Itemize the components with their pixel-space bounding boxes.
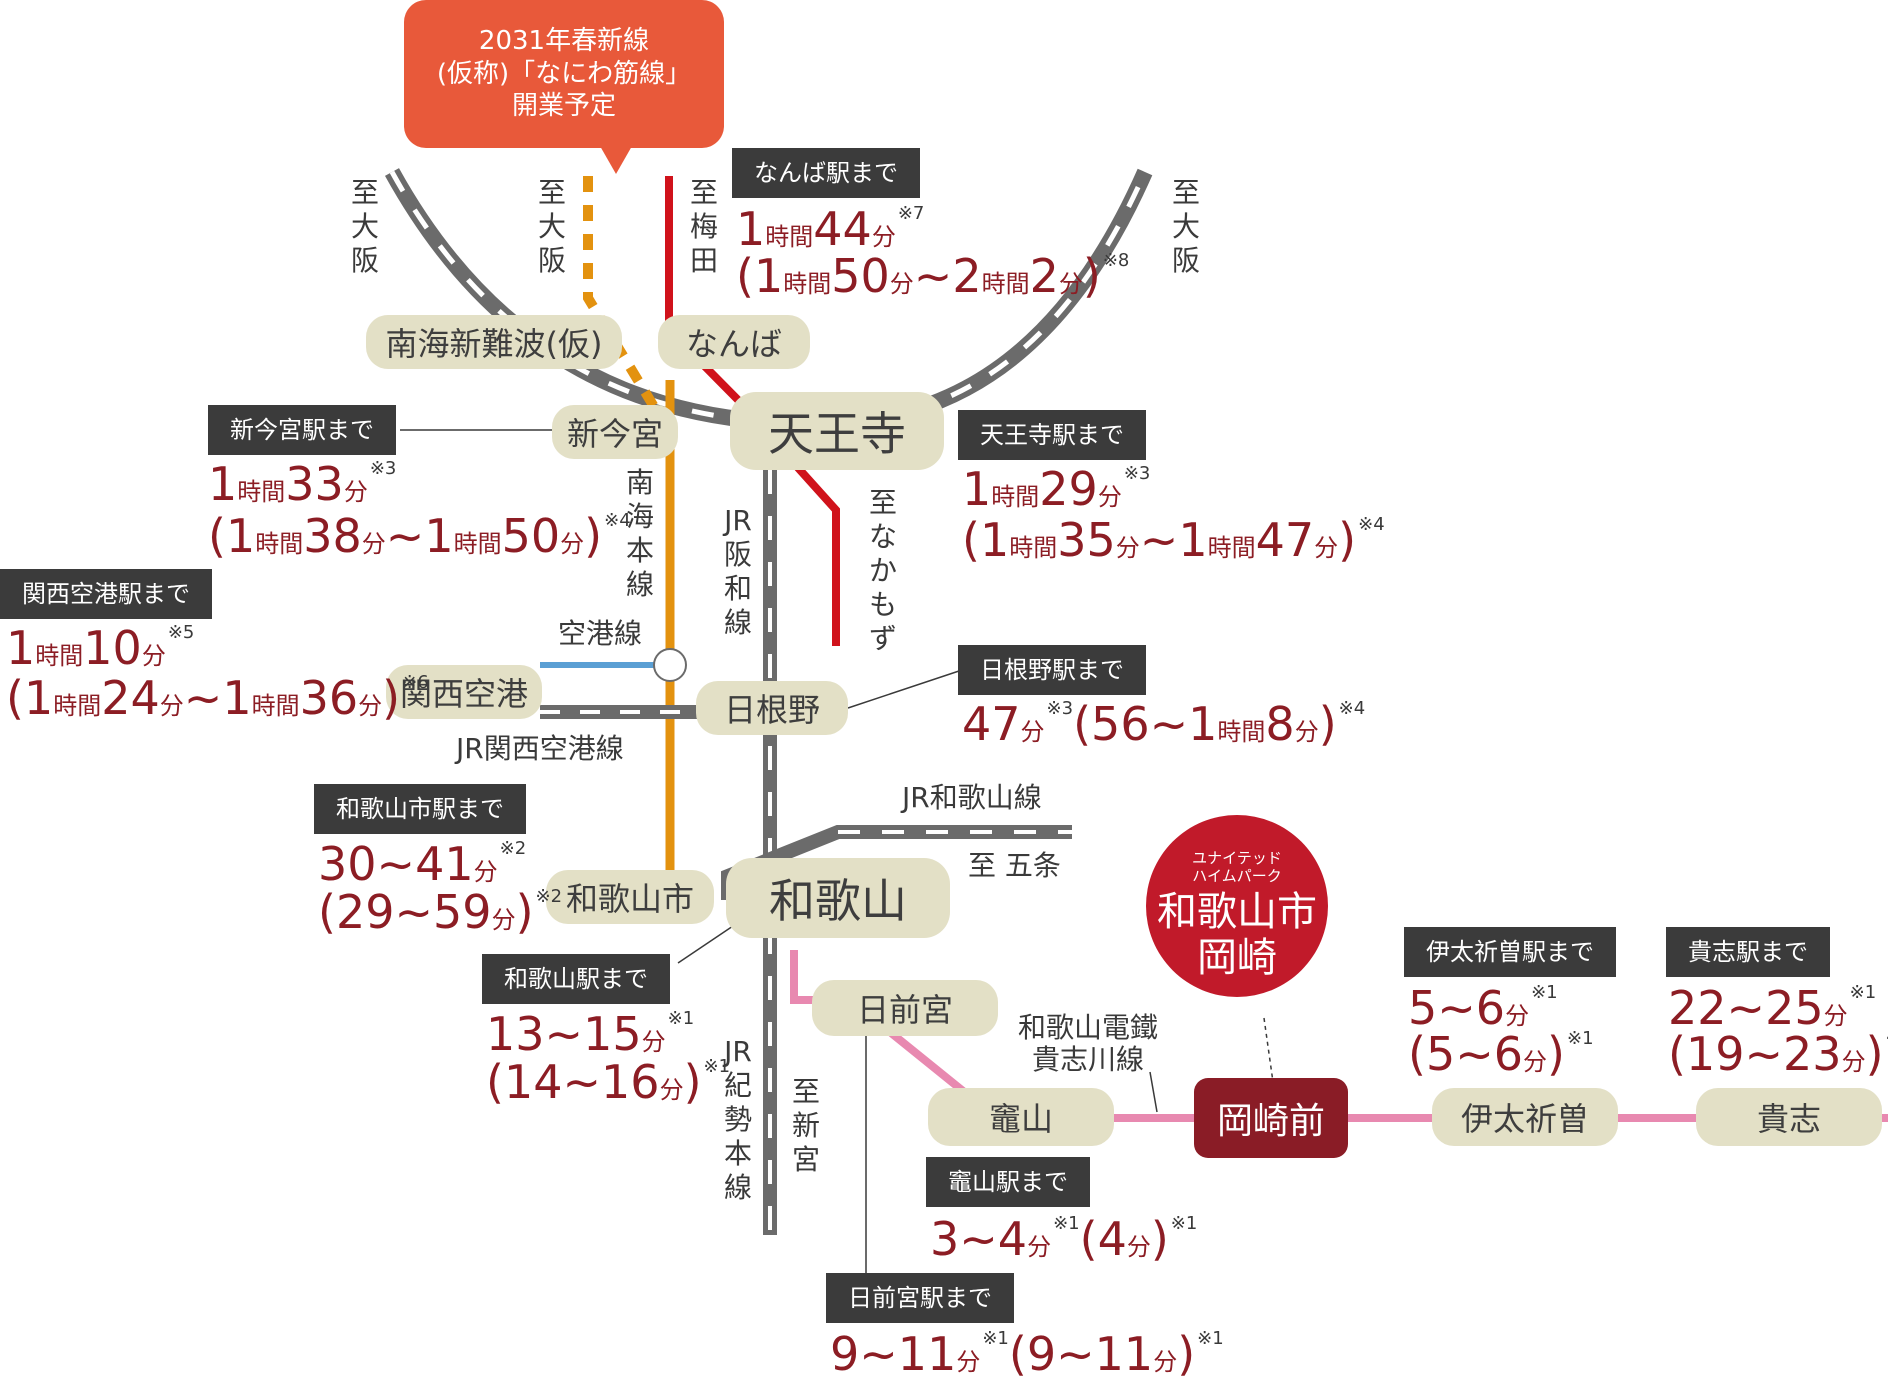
leader-lines [400, 429, 1274, 1278]
destination-brand-2: ハイムパーク [1192, 867, 1282, 885]
wakayama-dentetsu-label: 和歌山電鐵 貴志川線 [1018, 1011, 1159, 1077]
callout-line-1: 2031年春新線 [478, 26, 650, 57]
station-hineno: 日根野 [696, 681, 848, 735]
time-tennoji-b: (1時間35分~1時間47分)※4 [962, 513, 1385, 567]
station-okazakimae: 岡崎前 [1194, 1078, 1348, 1158]
jr-kisei-line-label: JR紀勢本線 [723, 1035, 752, 1204]
time-hinokuma: 9~11分※1(9~11分)※1 [830, 1327, 1224, 1381]
tag-itakiso: 伊太祈曽駅まで [1404, 927, 1616, 977]
destination-name-2: 岡崎 [1197, 935, 1277, 981]
direction-to-shingu: 至新宮 [791, 1075, 820, 1176]
time-wakayamashi-b: (29~59分)※2 [318, 885, 563, 939]
callout-line-2: (仮称)「なにわ筋線」 [436, 58, 692, 89]
callout-line-3: 開業予定 [511, 91, 616, 122]
time-itakiso-b: (5~6分)※1 [1408, 1027, 1594, 1081]
naniwasuji-line-planned [583, 176, 661, 413]
jr-wakayama-line-label: JR和歌山線 [902, 781, 1042, 814]
direction-to-nakamozu: 至なかもず [868, 486, 897, 655]
jr-kansai-airport-line-label: JR関西空港線 [456, 732, 624, 765]
station-tennoji: 天王寺 [730, 392, 944, 470]
station-wakayama: 和歌山 [726, 858, 950, 938]
station-kamayama: 竈山 [928, 1088, 1114, 1146]
naniwasuji-callout: 2031年春新線 (仮称)「なにわ筋線」 開業予定 [404, 0, 724, 174]
direction-to-osaka-mid: 至大阪 [537, 176, 566, 277]
time-shin-imamiya-a: 1時間33分※3 [208, 457, 397, 511]
tag-namba: なんば駅まで [732, 148, 920, 198]
direction-to-osaka-right: 至大阪 [1171, 176, 1200, 277]
direction-to-osaka-left: 至大阪 [350, 176, 379, 277]
time-wakayama-b: (14~16分)※1 [486, 1055, 731, 1109]
time-kishi-a: 22~25分※1 [1668, 981, 1877, 1035]
time-tennoji-a: 1時間29分※3 [962, 462, 1151, 516]
time-itakiso-a: 5~6分※1 [1408, 981, 1558, 1035]
station-hinokuma: 日前宮 [812, 980, 998, 1036]
station-wakayamashi: 和歌山市 [546, 870, 714, 924]
nankai-main-line-label: 南海本線 [625, 466, 654, 601]
wakayama-dentetsu-line-2: 貴志川線 [1032, 1043, 1145, 1077]
time-namba-b: (1時間50分~2時間2分)※8 [736, 249, 1130, 303]
time-kishi-b: (19~23分)※1 [1668, 1027, 1888, 1081]
station-kishi: 貴志 [1696, 1088, 1882, 1146]
jr-hanwa-line-label: JR阪和線 [723, 504, 752, 639]
direction-to-umeda: 至梅田 [689, 176, 718, 277]
tag-hineno: 日根野駅まで [958, 645, 1146, 695]
station-itakiso: 伊太祈曽 [1432, 1088, 1618, 1146]
time-kamayama: 3~4分※1(4分)※1 [930, 1212, 1198, 1266]
rinku-junction-icon [653, 648, 687, 682]
station-shin-imamiya: 新今宮 [552, 405, 678, 459]
tag-shin-imamiya: 新今宮駅まで [208, 405, 396, 455]
destination-brand-1: ユナイテッド [1192, 849, 1282, 867]
destination-name-1: 和歌山市 [1157, 889, 1317, 935]
time-namba-a: 1時間44分※7 [736, 202, 925, 256]
time-wakayama-a: 13~15分※1 [486, 1007, 695, 1061]
time-kansai-airport-b: (1時間24分~1時間36分)※6 [6, 671, 429, 725]
tag-hinokuma: 日前宮駅まで [826, 1273, 1014, 1323]
time-kansai-airport-a: 1時間10分※5 [6, 621, 195, 675]
tag-wakayama: 和歌山駅まで [482, 954, 670, 1004]
wakayama-dentetsu-line-1: 和歌山電鐵 [1018, 1011, 1159, 1044]
tag-tennoji: 天王寺駅まで [958, 410, 1146, 460]
station-kansai-airport: 関西空港 [386, 665, 542, 719]
airport-line-label: 空港線 [558, 617, 643, 650]
time-hineno: 47分※3(56~1時間8分)※4 [962, 697, 1366, 751]
station-minami-shinnanba: 南海新難波(仮) [366, 315, 622, 369]
direction-to-gojo: 至 五条 [968, 849, 1061, 882]
station-namba: なんば [658, 315, 810, 369]
tag-kamayama: 竈山駅まで [926, 1157, 1090, 1207]
tag-kishi: 貴志駅まで [1666, 927, 1830, 977]
callout-tail [600, 146, 632, 174]
time-wakayamashi-a: 30~41分※2 [318, 837, 527, 891]
time-shin-imamiya-b: (1時間38分~1時間50分)※4 [208, 509, 631, 563]
tag-wakayamashi: 和歌山市駅まで [314, 784, 526, 834]
tag-kansai-airport: 関西空港駅まで [0, 569, 212, 619]
destination-marker: ユナイテッド ハイムパーク 和歌山市 岡崎 [1146, 815, 1328, 997]
